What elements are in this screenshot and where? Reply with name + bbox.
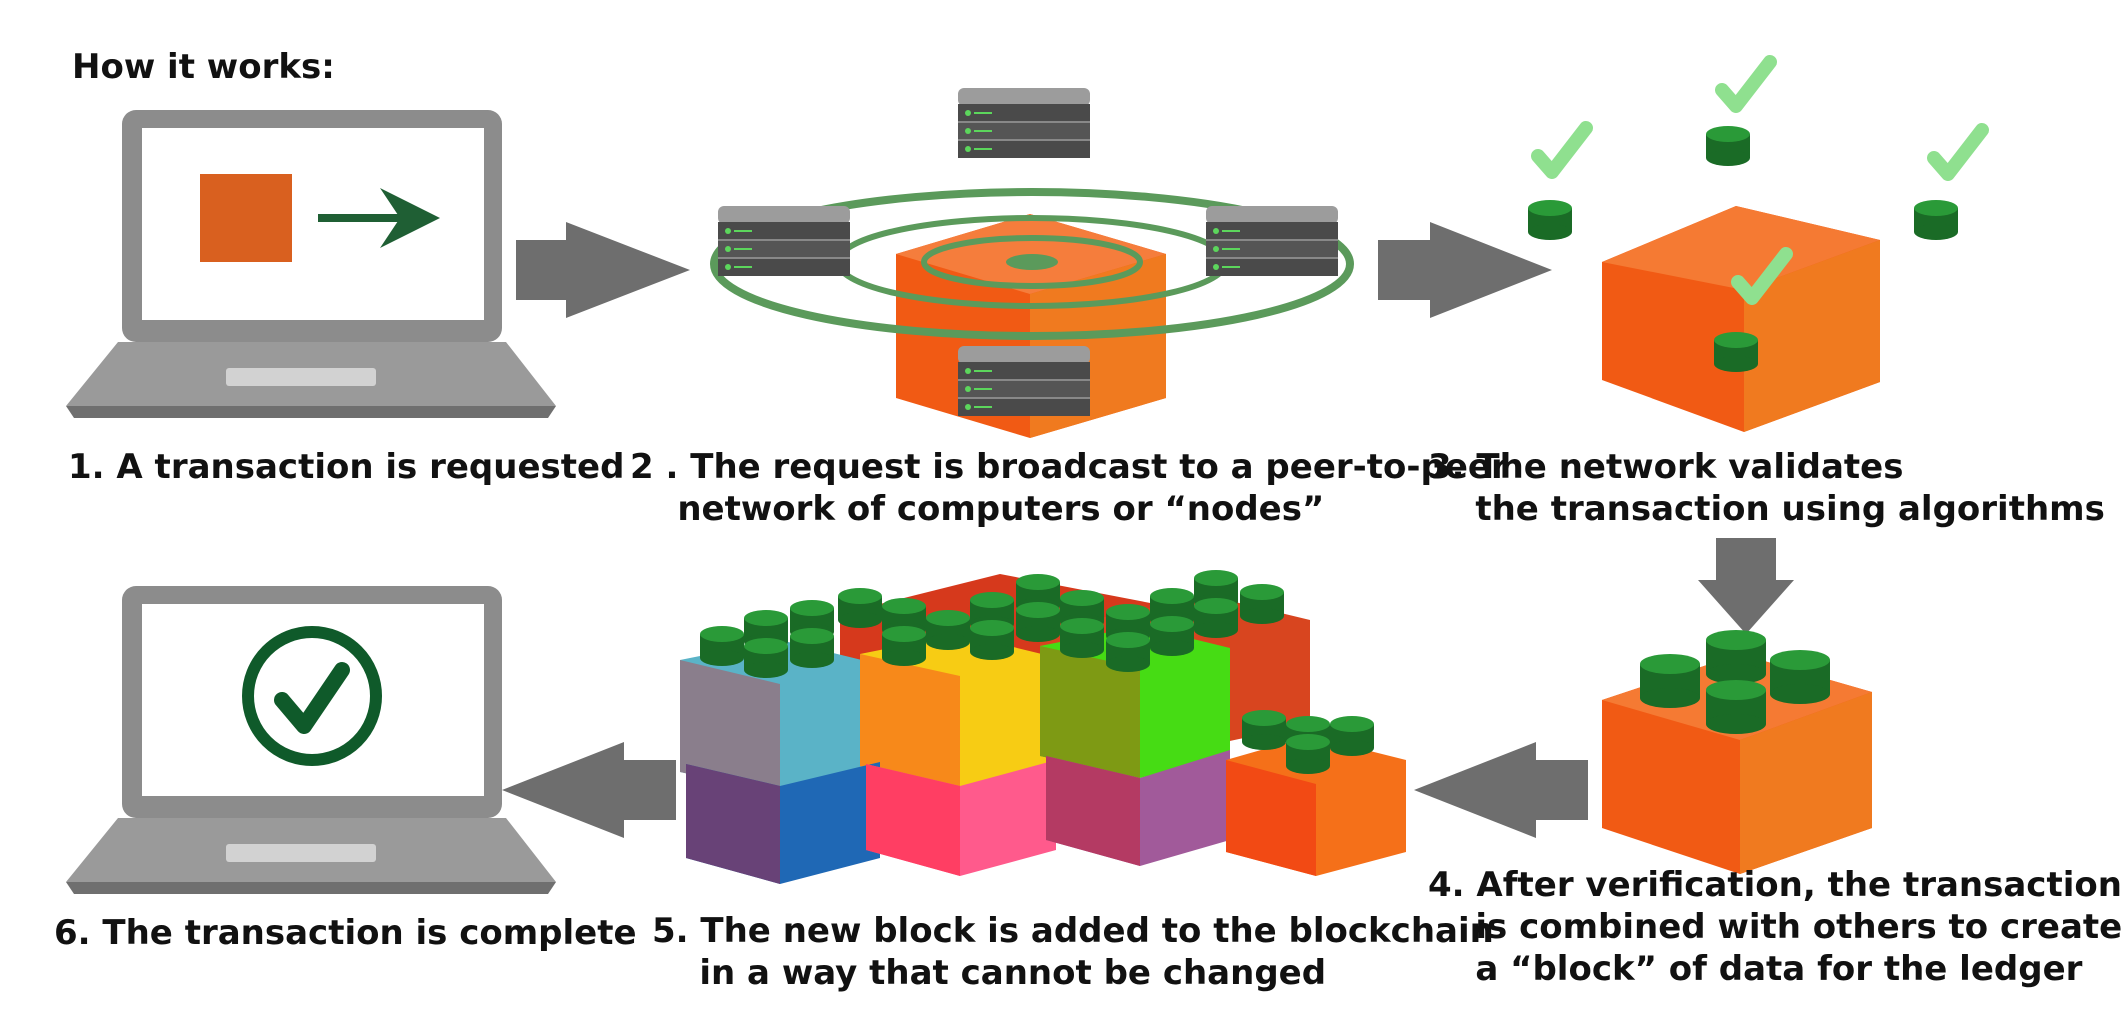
step-1-line-1: 1. A transaction is requested xyxy=(68,447,625,487)
arrow-right-icon xyxy=(380,188,440,248)
arrow-5-to-6 xyxy=(502,742,676,838)
step-2-caption: 2 . The request is broadcast to a peer-t… xyxy=(630,446,1508,530)
step-4-line-1: 4. After verification, the transaction xyxy=(1428,865,2122,905)
arrow-4-to-5 xyxy=(1414,742,1588,838)
arrow-3-to-4 xyxy=(1698,538,1794,634)
blockchain-bricks xyxy=(680,570,1406,884)
step-4-caption: 4. After verification, the transaction i… xyxy=(1428,864,2122,990)
step-3-line-1: 3. The network validates xyxy=(1428,447,1904,487)
diagram-title: How it works: xyxy=(72,47,335,87)
step-4-line-3: a “block” of data for the ledger xyxy=(1428,949,2083,989)
arrow-2-to-3 xyxy=(1378,222,1552,318)
step-3-line-2: the transaction using algorithms xyxy=(1428,489,2105,529)
step-2-line-1: 2 . The request is broadcast to a peer-t… xyxy=(630,447,1508,487)
step-6-line-1: 6. The transaction is complete xyxy=(54,913,637,953)
checkmark-icon xyxy=(274,662,350,734)
new-data-block xyxy=(1602,630,1872,874)
transaction-square xyxy=(200,174,292,262)
laptop-request xyxy=(66,110,556,418)
diagram-art xyxy=(66,0,2048,894)
step-5-line-1: 5. The new block is added to the blockch… xyxy=(652,911,1494,951)
checkmark-circle-icon xyxy=(242,626,382,766)
laptop-complete xyxy=(66,586,556,894)
blockchain-diagram: How it works: 1. A transaction is reques… xyxy=(54,0,2122,994)
step-2-line-2: network of computers or “nodes” xyxy=(630,489,1325,529)
step-5-line-2: in a way that cannot be changed xyxy=(652,953,1327,993)
step-4-line-2: is combined with others to create xyxy=(1428,907,2122,947)
arrow-1-to-2 xyxy=(516,222,690,318)
validation-block xyxy=(1528,62,1982,432)
network-broadcast xyxy=(710,87,1354,438)
step-3-caption: 3. The network validates the transaction… xyxy=(1428,446,2105,530)
step-1-caption: 1. A transaction is requested xyxy=(68,446,624,488)
step-6-caption: 6. The transaction is complete xyxy=(54,912,637,954)
step-5-caption: 5. The new block is added to the blockch… xyxy=(652,910,1494,994)
